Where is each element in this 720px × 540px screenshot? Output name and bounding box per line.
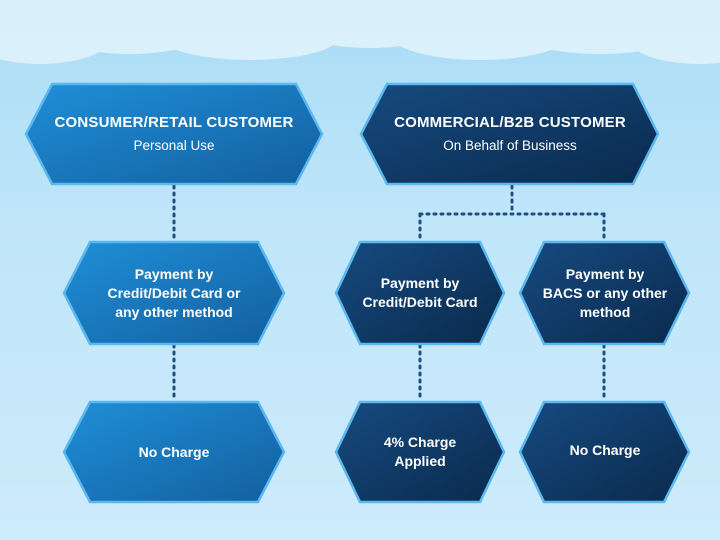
consumer-result-hexagon — [62, 400, 286, 504]
commercial-card-payment-hexagon — [334, 240, 506, 346]
card-result-hexagon — [334, 400, 506, 504]
commercial-customer-hexagon — [359, 82, 660, 186]
bacs-result-hexagon — [518, 400, 691, 504]
connectors — [172, 184, 606, 402]
cloud-background — [0, 0, 720, 64]
consumer-payment-hexagon — [62, 240, 286, 346]
consumer-customer-hexagon — [24, 82, 324, 186]
commercial-bacs-payment-hexagon — [518, 240, 691, 346]
